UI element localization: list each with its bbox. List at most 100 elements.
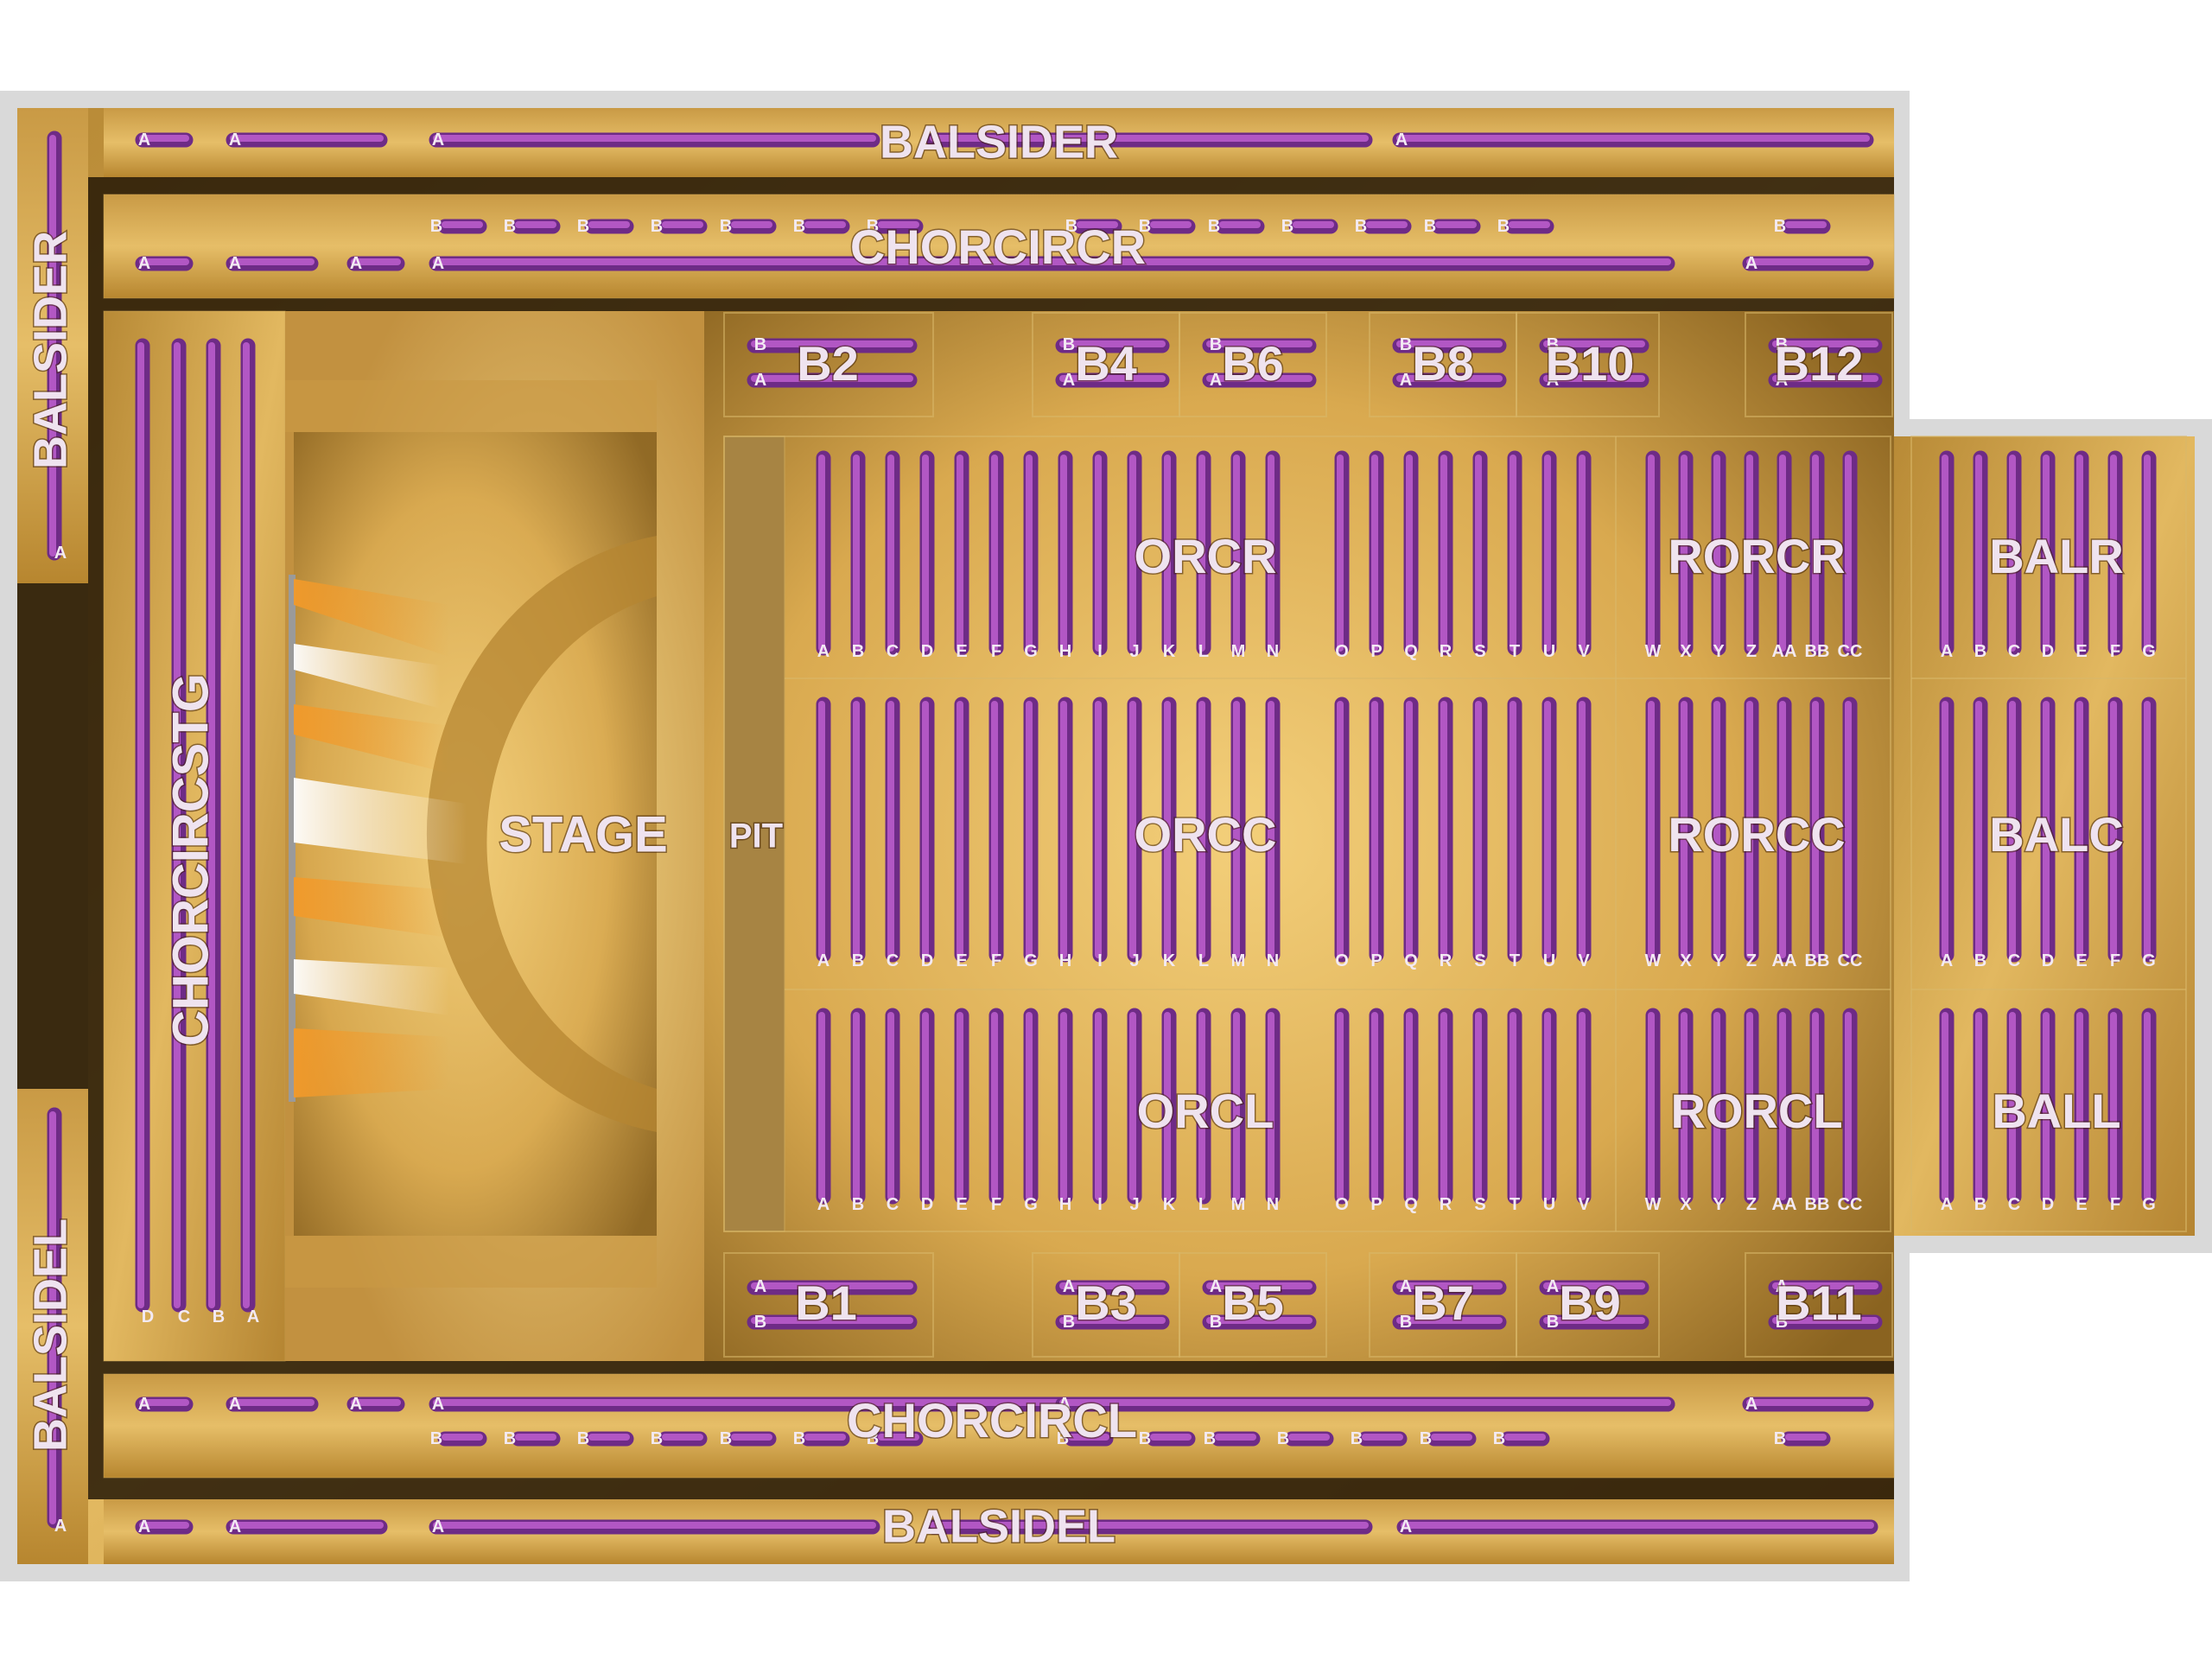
box-bottom-0-row-b-letter: B [754,1313,766,1332]
balcony-1-row-letter-E: E [2075,951,2087,970]
chorcircstg-row-letter-3: A [247,1307,259,1326]
chorcircr-row-a-letter-3: A [432,254,444,273]
orchestra-2-row-letter-B: B [852,1195,864,1214]
box-bottom-5-label[interactable]: B11 [1775,1274,1864,1331]
chorcircr-area [103,194,1895,299]
rear-orchestra-2-row-letter-X: X [1680,1195,1692,1214]
box-top-0-label[interactable]: B2 [796,334,861,391]
pit-label[interactable]: PIT [728,816,784,856]
rear-orchestra-0-row-letter-CC: CC [1838,642,1863,661]
rear-orchestra-1-row-letter-W: W [1645,951,1662,970]
rear-orchestra-label-2[interactable]: RORCL [1669,1082,1844,1139]
chorcircr-row-a-letter-1: A [229,254,241,273]
orchestra-0-row-letter-F: F [991,642,1001,661]
balsidel-bottom-label[interactable]: BALSIDEL [881,1499,1117,1554]
balcony-0-row-letter-D: D [2042,642,2054,661]
chorcircl-row-a-letter-3: A [432,1395,444,1414]
box-top-2-label[interactable]: B6 [1221,334,1286,391]
rear-orchestra-1-row-letter-X: X [1680,951,1692,970]
box-bottom-3-label[interactable]: B7 [1411,1274,1476,1331]
chorcircstg-row-letter-0: D [142,1307,154,1326]
chorcircr-label[interactable]: CHORCIRCR [849,218,1147,275]
balcony-label-0[interactable]: BALR [1988,527,2126,584]
balcony-0-row-letter-G: G [2142,642,2156,661]
box-bottom-2-label[interactable]: B5 [1221,1274,1286,1331]
chorcircr-row-b-letter-0: B [430,217,442,236]
orchestra-1-row-letter-D: D [921,951,933,970]
box-bottom-0-label[interactable]: B1 [794,1274,859,1331]
chorcircr-row-b-letter-8: B [1139,217,1151,236]
rear-orchestra-1-row-letter-Z: Z [1746,951,1757,970]
orchestra-2-row-letter-K: K [1163,1195,1176,1214]
orchestra-2-row-letter-A: A [817,1195,830,1214]
balcony-label-1[interactable]: BALC [1988,805,2126,862]
orchestra-2-row-letter-G: G [1024,1195,1038,1214]
box-top-4-label[interactable]: B10 [1544,334,1636,391]
box-bottom-4-label[interactable]: B9 [1558,1274,1623,1331]
rear-orchestra-label-1[interactable]: RORCC [1667,805,1847,862]
orchestra-floor [704,311,1894,1361]
rear-orchestra-0-row-letter-Y: Y [1713,642,1725,661]
orchestra-back-0-row-letter-O: O [1335,642,1349,661]
chorcircr-row-b-letter-9: B [1208,217,1220,236]
balsider-top-row-letter-0: A [138,130,150,149]
rear-orchestra-label-0[interactable]: RORCR [1667,527,1847,584]
balcony-1-row-letter-F: F [2110,951,2120,970]
box-top-3-row-b-letter: B [1400,335,1412,354]
chorcircl-row-b-letter-4: B [720,1429,732,1448]
balcony-2-row-letter-F: F [2110,1195,2120,1214]
orchestra-2-row-letter-J: J [1129,1195,1139,1214]
box-top-3-label[interactable]: B8 [1411,334,1476,391]
orchestra-back-2-row-letter-Q: Q [1404,1195,1418,1214]
balcony-2-row-letter-G: G [2142,1195,2156,1214]
orchestra-label-0[interactable]: ORCR [1133,527,1278,584]
orchestra-2-row-letter-I: I [1097,1195,1103,1214]
chorcircl-row-b-letter-5: B [793,1429,805,1448]
rear-orchestra-1-row-letter-AA: AA [1772,951,1797,970]
orchestra-1-row-letter-M: M [1231,951,1246,970]
orchestra-grid [723,436,2187,1232]
rear-orchestra-0-row-letter-Z: Z [1746,642,1757,661]
balsidel-left-row-letter: A [54,1517,67,1536]
box-top-0-row-b-letter: B [754,335,766,354]
box-top-1-row-a-letter: A [1063,371,1075,390]
orchestra-2-row-letter-D: D [921,1195,933,1214]
chorcircl-area [103,1373,1895,1479]
box-top-4-row-a-letter: A [1547,371,1559,390]
balsidel-left-label[interactable]: BALSIDEL [23,1218,78,1454]
stage-label[interactable]: STAGE [498,805,670,864]
balcony-label-2[interactable]: BALL [1991,1082,2122,1139]
chorcircr-row-b-letter-14: B [1774,217,1786,236]
stage-step-top [285,380,657,432]
box-bottom-5-row-a-letter: A [1776,1277,1788,1296]
box-top-4-row-b-letter: B [1547,335,1559,354]
chorcircstg-row-letter-2: B [213,1307,225,1326]
balsidel-bottom-row-letter-3: A [1400,1517,1412,1536]
rear-orchestra-0-row-letter-W: W [1645,642,1662,661]
stage-lights [289,575,467,1102]
orchestra-0-row-letter-B: B [852,642,864,661]
balsider-top-row-letter-2: A [432,130,444,149]
box-top-2-row-a-letter: A [1210,371,1222,390]
orchestra-1-row-letter-B: B [852,951,864,970]
orchestra-back-1-row-letter-R: R [1440,951,1452,970]
orchestra-label-2[interactable]: ORCL [1135,1082,1275,1139]
orchestra-back-2-row-letter-T: T [1510,1195,1520,1214]
chorcircstg-label[interactable]: CHORCIRCSTG [162,672,220,1048]
chorcircr-row-b-letter-11: B [1355,217,1367,236]
box-top-2-row-b-letter: B [1210,335,1222,354]
balcony-0-row-letter-F: F [2110,642,2120,661]
box-top-5-label[interactable]: B12 [1773,334,1865,391]
chorcircr-row-b-letter-6: B [867,217,879,236]
balsidel-bottom-row-letter-0: A [138,1517,150,1536]
orchestra-back-1-row-letter-V: V [1578,951,1590,970]
chorcircl-label[interactable]: CHORCIRCL [846,1391,1139,1448]
balsider-left-label[interactable]: BALSIDER [23,229,78,470]
box-bottom-1-label[interactable]: B3 [1074,1274,1139,1331]
chorcircr-row-b-letter-1: B [504,217,516,236]
balsider-top-label[interactable]: BALSIDER [878,115,1119,169]
orchestra-label-1[interactable]: ORCC [1133,805,1278,862]
box-top-1-label[interactable]: B4 [1074,334,1139,391]
rear-orchestra-2-row-letter-AA: AA [1772,1195,1797,1214]
balcony-2-row-letter-E: E [2075,1195,2087,1214]
